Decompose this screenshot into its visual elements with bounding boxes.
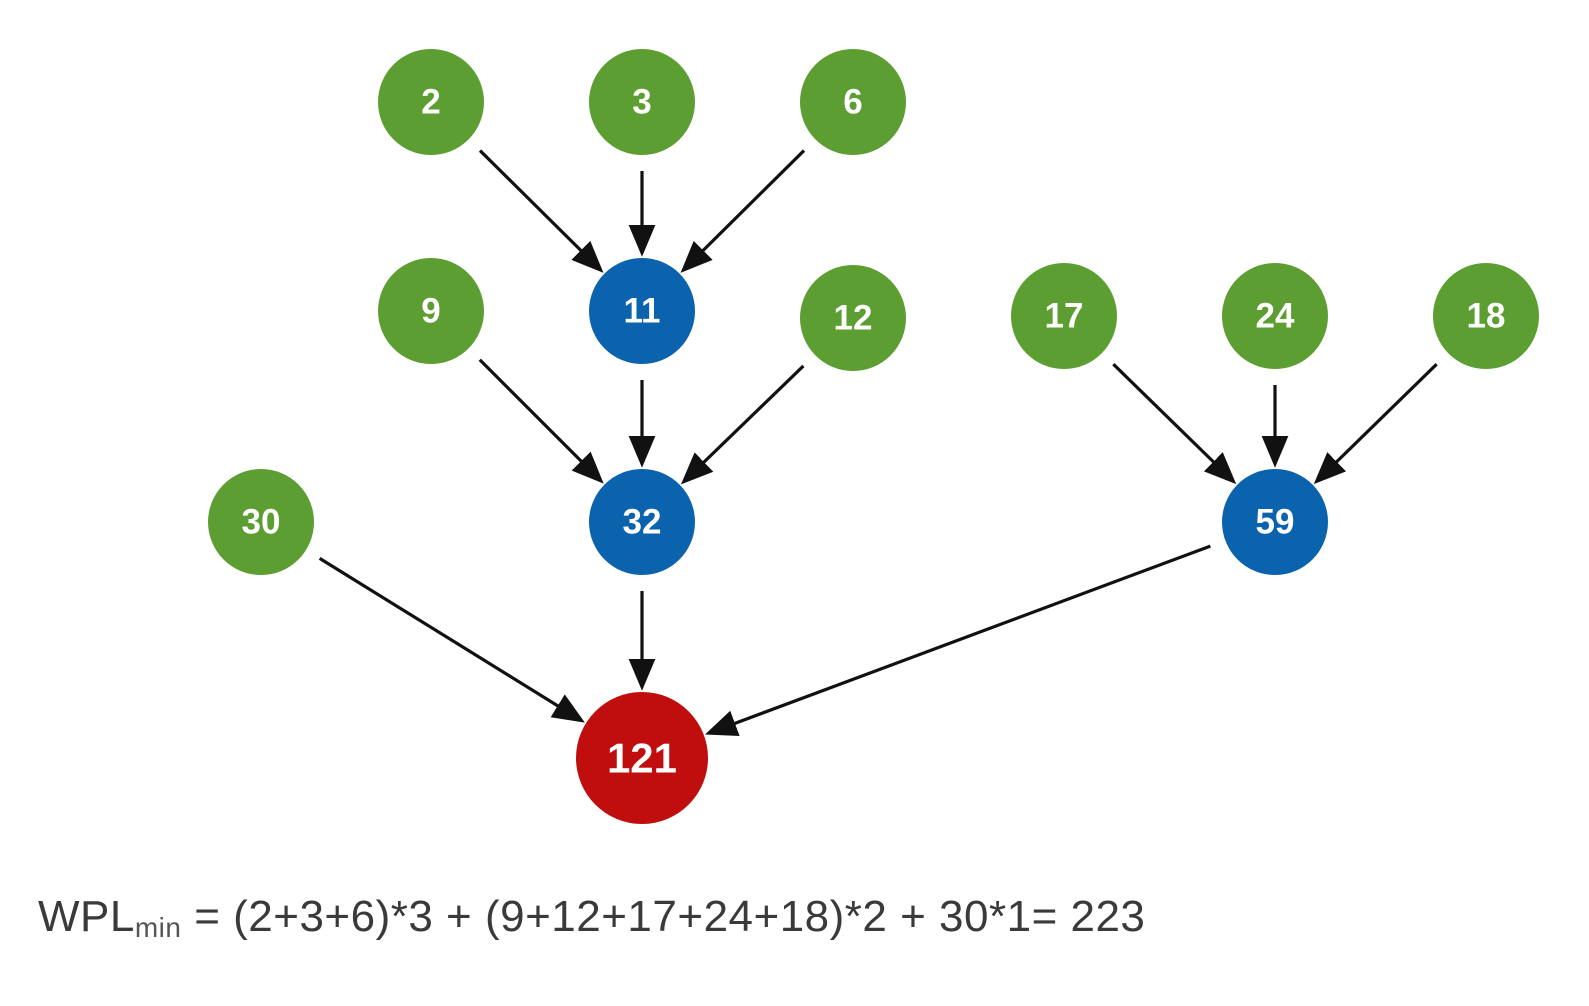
tree-edges	[318, 149, 1438, 736]
node-circle-6	[800, 49, 906, 155]
node-label-24: 24	[1256, 297, 1295, 336]
node-label-59: 59	[1256, 503, 1295, 542]
wpl-formula: WPLmin = (2+3+6)*3 + (9+12+17+24+18)*2 +…	[38, 892, 1145, 944]
node-18: 18	[1433, 263, 1539, 369]
formula-rhs: = (2+3+6)*3 + (9+12+17+24+18)*2 + 30*1= …	[181, 892, 1146, 941]
node-59: 59	[1222, 469, 1328, 575]
node-30: 30	[208, 469, 314, 575]
edge-n18-to-n59	[1313, 363, 1438, 485]
node-circle-9	[378, 258, 484, 364]
node-label-12: 12	[834, 299, 873, 338]
node-9: 9	[378, 258, 484, 364]
node-24: 24	[1222, 263, 1328, 369]
node-label-121: 121	[607, 735, 677, 782]
node-label-2: 2	[421, 83, 440, 122]
node-circle-12	[800, 265, 906, 371]
node-circle-17	[1011, 263, 1117, 369]
node-circle-121	[576, 692, 708, 824]
node-circle-3	[589, 49, 695, 155]
node-label-6: 6	[843, 83, 862, 122]
node-2: 2	[378, 49, 484, 155]
node-circle-59	[1222, 469, 1328, 575]
node-32: 32	[589, 469, 695, 575]
node-label-17: 17	[1045, 297, 1084, 336]
tree-nodes: 2 3 6 9 11 12 17 24 18 30 32 59 121	[208, 49, 1539, 824]
node-121: 121	[576, 692, 708, 824]
huffman-tree-diagram: 2 3 6 9 11 12 17 24 18 30 32 59 121	[208, 49, 1539, 824]
formula-lhs: WPL	[38, 892, 135, 941]
node-label-11: 11	[624, 292, 661, 331]
edge-n30-to-n121	[318, 556, 585, 723]
node-label-9: 9	[421, 292, 440, 331]
edge-n17-to-n59	[1112, 363, 1237, 485]
formula-lhs-subscript: min	[134, 912, 182, 943]
node-17: 17	[1011, 263, 1117, 369]
node-11: 11	[589, 258, 695, 364]
edge-n2-to-n11	[478, 149, 604, 273]
edge-n59-to-n121	[704, 544, 1211, 736]
node-circle-18	[1433, 263, 1539, 369]
node-label-18: 18	[1467, 297, 1506, 336]
edge-n6-to-n11	[680, 149, 806, 273]
edge-n12-to-n32	[680, 364, 805, 485]
edge-n9-to-n32	[478, 358, 604, 484]
node-6: 6	[800, 49, 906, 155]
node-circle-30	[208, 469, 314, 575]
node-circle-24	[1222, 263, 1328, 369]
node-circle-32	[589, 469, 695, 575]
node-3: 3	[589, 49, 695, 155]
node-circle-2	[378, 49, 484, 155]
node-12: 12	[800, 265, 906, 371]
node-label-3: 3	[632, 83, 651, 122]
node-label-32: 32	[623, 503, 662, 542]
node-circle-11	[589, 258, 695, 364]
node-label-30: 30	[242, 503, 281, 542]
